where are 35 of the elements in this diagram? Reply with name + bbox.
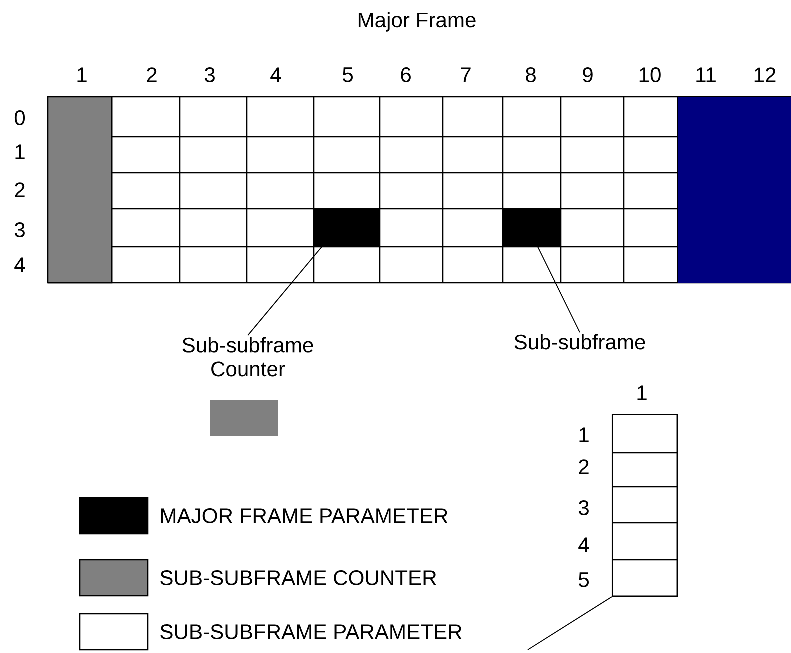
column-number: 8 [526,68,536,82]
leader-line [528,596,612,650]
title: Major Frame [358,12,476,32]
row-number: 4 [14,258,26,272]
row-number: 3 [14,222,25,238]
column-number: 4 [270,68,282,82]
legend-text: MAJOR FRAME PARAMETER [161,508,448,524]
row-number: 2 [15,182,25,198]
legend-text: SUB-SUBFRAME PARAMETER [160,624,462,640]
column-number: 1 [78,68,87,82]
leader-line [248,246,322,336]
row-number: 5 [578,572,589,588]
row-number: 2 [579,460,589,474]
row-number: 1 [580,428,589,442]
column-number: 5 [342,68,353,82]
row-number: 3 [578,500,589,516]
row-number: 1 [16,144,25,160]
column-number: 11 [696,68,716,82]
column-number: 10 [640,68,661,82]
legend-text: SUB-SUBFRAME COUNTER [160,570,436,586]
callout-label: Sub-subframe [514,334,646,350]
column-number: 1 [638,386,647,400]
row-number: 0 [14,110,26,126]
column-number: 7 [461,68,471,82]
callout-label: Sub-subframe Counter [182,337,314,377]
column-number: 9 [583,68,593,82]
parameter-cell [314,208,380,248]
parameter-cell [502,208,562,248]
column-number: 12 [754,68,776,82]
subframe-column-drawing [612,414,678,598]
column-number: 2 [147,68,157,82]
leader-line [538,246,580,334]
row-number: 4 [578,538,590,552]
column-number: 3 [204,68,215,82]
column-number: 6 [401,68,411,82]
